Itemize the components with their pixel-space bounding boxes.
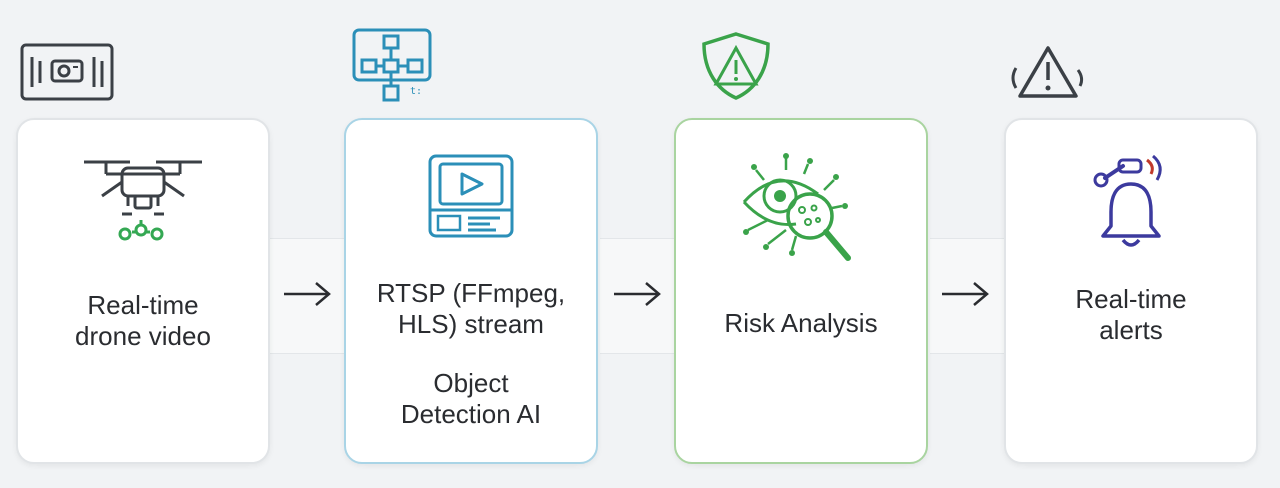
warning-triangle-icon (1011, 46, 1084, 98)
bell-alarm-icon (1093, 154, 1162, 247)
arrow-right-icon (284, 282, 331, 306)
shield-warning-icon (702, 32, 770, 100)
network-flow-icon: t: (352, 28, 432, 102)
step-title: Real-time drone video (75, 290, 211, 351)
drone-icon (84, 160, 202, 241)
step-card-drone-video: Real-time drone video (16, 118, 270, 464)
eye-magnifier-icon (742, 153, 851, 261)
step-subtitle: Object Detection AI (400, 368, 542, 429)
step-title: Risk Analysis (724, 308, 878, 338)
step-title: Real-time alerts (1075, 284, 1187, 345)
svg-text:t:: t: (410, 86, 422, 97)
connector-band (930, 238, 1006, 354)
step-card-risk-analysis: Risk Analysis (674, 118, 928, 464)
video-player-icon (428, 154, 514, 238)
connector-band (270, 238, 346, 354)
step-card-alerts: Real-time alerts (1004, 118, 1258, 464)
arrow-right-icon (614, 282, 661, 306)
step-title: RTSP (FFmpeg, HLS) stream (376, 278, 566, 339)
connector-band (600, 238, 676, 354)
step-card-stream-detection: RTSP (FFmpeg, HLS) stream Object Detecti… (344, 118, 598, 464)
arrow-right-icon (942, 282, 989, 306)
camera-panel-icon (20, 43, 114, 101)
